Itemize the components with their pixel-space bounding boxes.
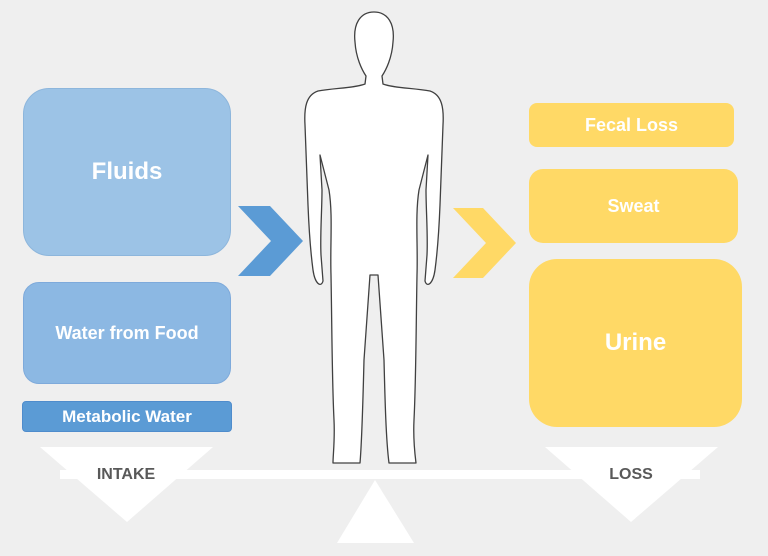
chevron-right-icon (238, 206, 303, 276)
intake-scale-pan (40, 447, 213, 522)
intake-water-from-food-box: Water from Food (23, 282, 231, 384)
loss-urine-box: Urine (529, 259, 742, 427)
loss-scale-pan (545, 447, 718, 522)
intake-metabolic-water-label: Metabolic Water (62, 406, 192, 426)
intake-fluids-box: Fluids (23, 88, 231, 256)
loss-sweat-label: Sweat (607, 195, 660, 216)
loss-scale-label: LOSS (609, 466, 653, 483)
human-figure-icon (304, 11, 444, 464)
balance-fulcrum-icon (337, 480, 414, 543)
intake-scale-label: INTAKE (96, 466, 156, 483)
loss-sweat-box: Sweat (529, 169, 738, 243)
chevron-right-icon (453, 208, 516, 278)
loss-fecal-box: Fecal Loss (529, 103, 734, 147)
balance-beam (60, 470, 700, 479)
loss-fecal-label: Fecal Loss (584, 114, 679, 135)
intake-metabolic-water-box: Metabolic Water (22, 401, 232, 432)
intake-water-from-food-label: Water from Food (55, 322, 199, 343)
intake-fluids-label: Fluids (91, 158, 163, 185)
loss-urine-label: Urine (604, 329, 667, 356)
